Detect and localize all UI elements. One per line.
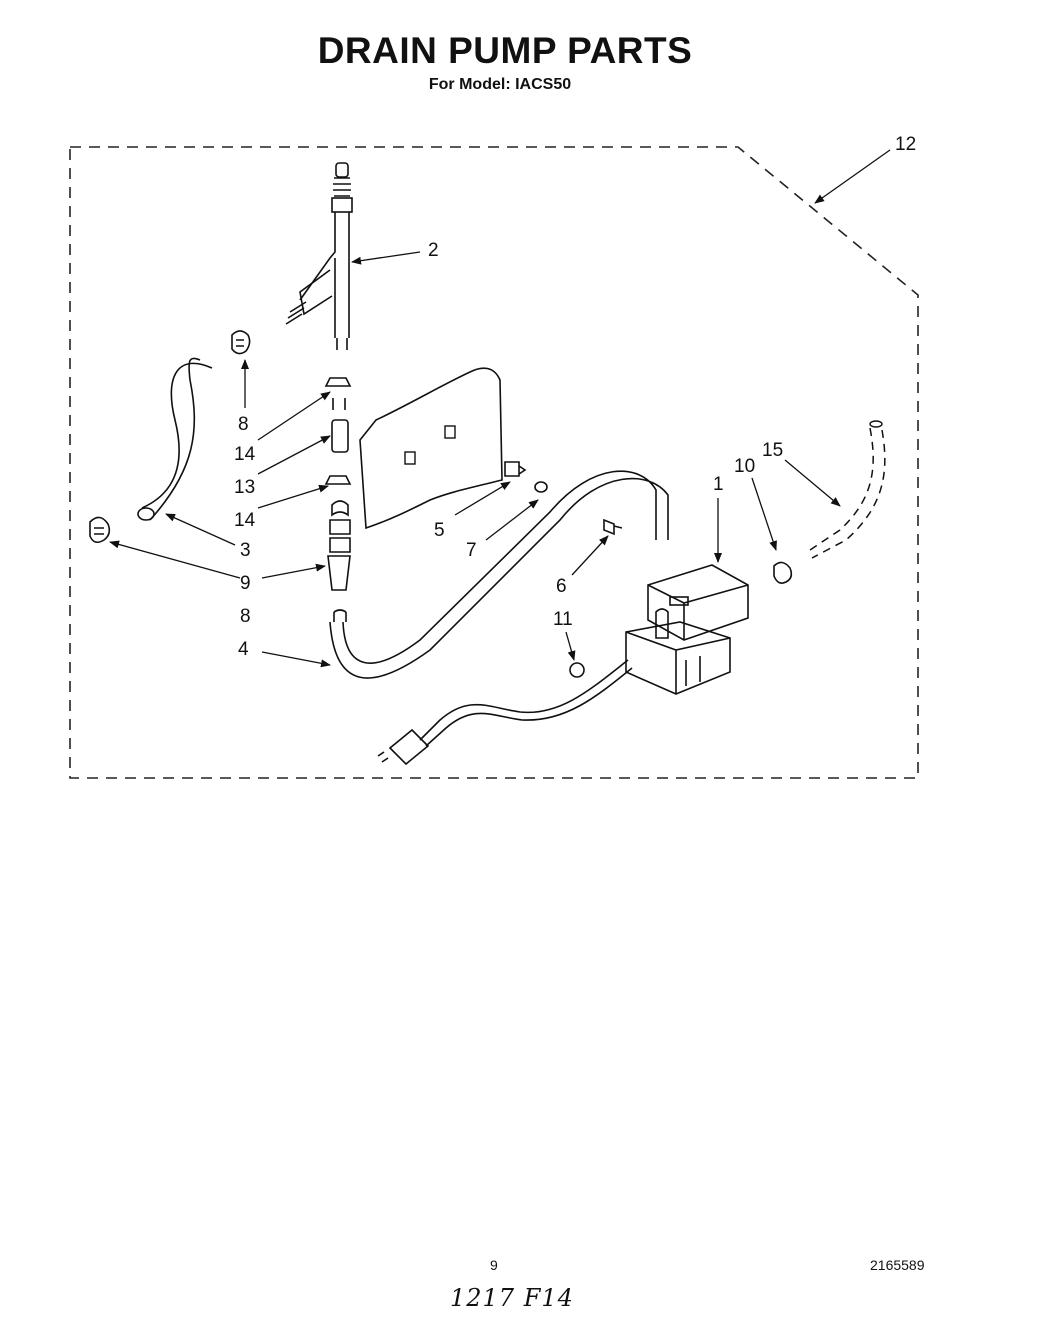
callout-9: 9 (240, 573, 251, 594)
callout-12: 12 (895, 134, 916, 155)
curved-drain-hose (141, 357, 213, 521)
callout-4: 4 (238, 639, 249, 660)
drain-pump-unit (625, 564, 749, 695)
small-fittings (504, 461, 623, 678)
drain-tube-assembly (285, 162, 353, 350)
callout-1: 1 (713, 474, 724, 495)
power-plug (377, 728, 430, 766)
leader-lines (109, 149, 891, 668)
clip-and-coupler-stack (324, 377, 352, 622)
callout-3: 3 (240, 540, 251, 561)
mounting-plate (359, 367, 503, 530)
callout-5: 5 (434, 520, 445, 541)
callout-14: 14 (234, 444, 256, 465)
callout-15: 15 (762, 440, 783, 461)
plate-slot (404, 451, 416, 465)
pump-drain-hose (329, 470, 669, 679)
hose-clamp (89, 516, 111, 544)
kit-boundary (69, 146, 919, 779)
handwritten-note: 1217 F14 (450, 1284, 574, 1312)
callout-6: 6 (556, 576, 567, 597)
page-number: 9 (490, 1257, 498, 1273)
page-title: DRAIN PUMP PARTS (317, 30, 693, 71)
callout-2: 2 (428, 240, 439, 261)
callout-8: 8 (240, 606, 251, 627)
callout-8: 8 (238, 414, 249, 435)
plate-slot (444, 425, 456, 439)
model-subtitle: For Model: IACS50 (428, 76, 572, 93)
outlet-hose-end (869, 420, 883, 428)
hose-clamp (231, 330, 251, 355)
callout-13: 13 (234, 477, 255, 498)
outlet-hose-dashed (809, 427, 886, 559)
callout-10: 10 (734, 456, 755, 477)
hose-end (137, 507, 155, 521)
callout-7: 7 (466, 540, 477, 561)
outlet-clamp (773, 561, 793, 584)
power-cord (419, 659, 633, 747)
callout-14: 14 (234, 510, 256, 531)
callout-11: 11 (553, 609, 573, 630)
document-number: 2165589 (870, 1257, 925, 1273)
